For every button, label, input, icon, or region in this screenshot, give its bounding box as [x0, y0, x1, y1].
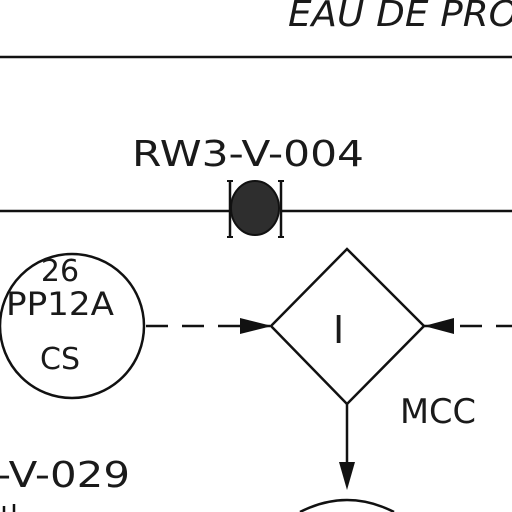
lower-bubble-partial	[299, 498, 395, 512]
instrument-line2: PP12A	[6, 285, 114, 323]
instrument-line3: CS	[40, 342, 80, 377]
interlock-symbol: I	[333, 308, 344, 352]
ball-valve-icon	[227, 180, 284, 238]
instrument-line1: 26	[41, 254, 79, 289]
interlock-label: MCC	[400, 392, 476, 432]
instrument-bubble	[0, 252, 146, 400]
arrowhead-down-icon	[339, 462, 355, 490]
arrowhead-left-icon	[424, 318, 454, 334]
lower-text-fragment	[2, 504, 16, 512]
arrowhead-right-icon	[240, 318, 272, 334]
valve-lower-tag: -V-029	[0, 455, 130, 496]
valve-main-tag: RW3-V-004	[132, 134, 364, 175]
interlock-diamond	[269, 247, 426, 406]
header-title-fragment: EAU DE PRO	[288, 0, 512, 35]
